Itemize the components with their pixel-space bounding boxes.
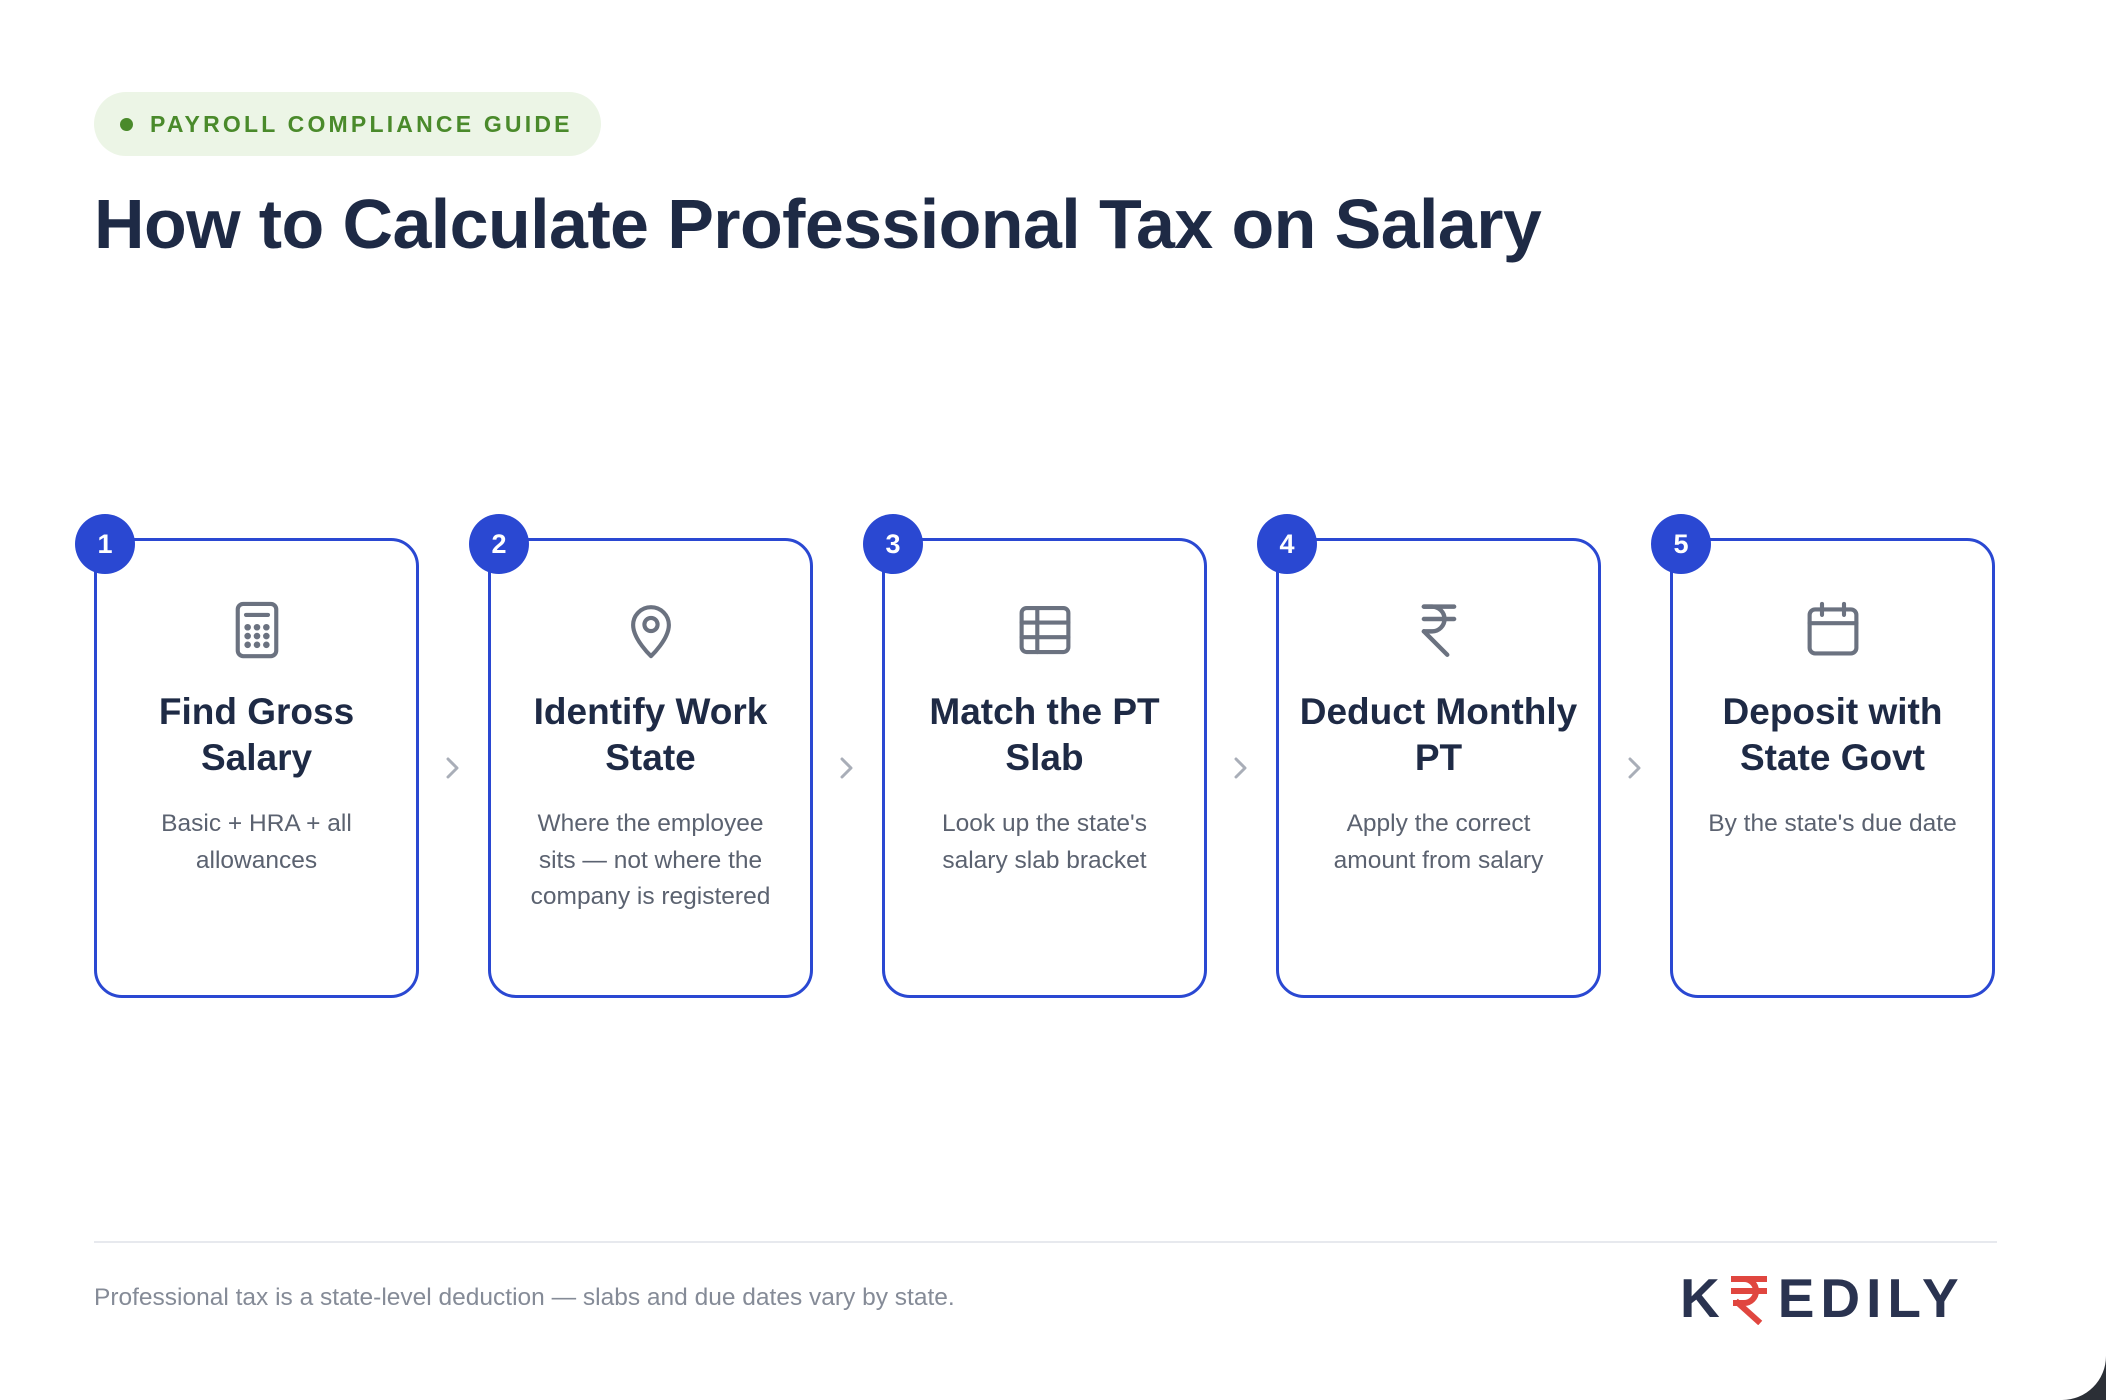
- step-card-2: 2 Identify Work State Where the employee…: [469, 514, 813, 998]
- footer-divider: [94, 1241, 1997, 1243]
- step-number-badge: 4: [1257, 514, 1317, 574]
- step-description: Look up the state's salary slab bracket: [942, 810, 1147, 874]
- step-title: Deduct Monthly PT: [1299, 691, 1578, 778]
- step-card-4: 4 Deduct Monthly PT Apply the correct am…: [1257, 514, 1601, 998]
- chevron-right-icon: [840, 757, 853, 779]
- chevron-right-icon: [446, 757, 459, 779]
- step-title: Match the PT Slab: [929, 691, 1160, 778]
- map-pin-icon: [491, 597, 810, 667]
- table-icon: [885, 597, 1204, 667]
- rupee-logo-mark: [1728, 1271, 1770, 1325]
- eyebrow-badge: PAYROLL COMPLIANCE GUIDE: [94, 92, 601, 156]
- rupee-icon: [1279, 597, 1598, 667]
- step-description: Basic + HRA + all allowances: [161, 810, 352, 874]
- step-number-badge: 2: [469, 514, 529, 574]
- calculator-icon: [97, 597, 416, 667]
- step-title: Find Gross Salary: [158, 691, 355, 778]
- step-description: By the state's due date: [1708, 810, 1957, 837]
- step-title: Deposit with State Govt: [1722, 691, 1943, 778]
- step-card-3: 3 Match the PT Slab Look up the state's …: [863, 514, 1207, 998]
- eyebrow-label: PAYROLL COMPLIANCE GUIDE: [150, 110, 573, 137]
- eyebrow-dot: [120, 117, 133, 131]
- chevron-right-icon: [1234, 757, 1247, 779]
- step-number-badge: 3: [863, 514, 923, 574]
- step-card-5: 5 Deposit with State Govt By the state's…: [1651, 514, 1995, 998]
- footer-note: Professional tax is a state-level deduct…: [94, 1284, 955, 1311]
- step-card-1: 1 Find Gross Salary Basic + HRA + all al…: [75, 514, 419, 998]
- page-title: How to Calculate Professional Tax on Sal…: [94, 185, 1542, 263]
- step-title: Identify Work State: [533, 691, 768, 778]
- calendar-icon: [1673, 597, 1992, 667]
- chevron-right-icon: [1628, 757, 1641, 779]
- step-description: Apply the correct amount from salary: [1333, 810, 1544, 874]
- step-number-badge: 5: [1651, 514, 1711, 574]
- step-number-badge: 1: [75, 514, 135, 574]
- step-description: Where the employee sits — not where the …: [530, 810, 771, 910]
